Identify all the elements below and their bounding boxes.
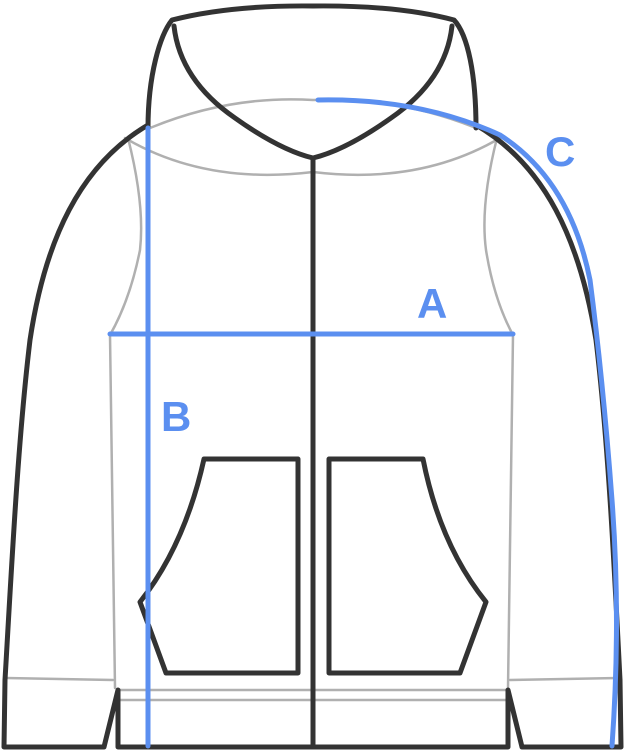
measure-label-b: B xyxy=(161,393,191,440)
measure-label-a: A xyxy=(417,280,447,327)
hood-outline xyxy=(145,3,479,131)
right-armhole-seam xyxy=(483,136,515,337)
left-armhole-seam xyxy=(108,136,143,337)
left-side-seam xyxy=(108,333,117,690)
right-cuff-rib-line xyxy=(508,676,620,682)
neckline-seam-outer xyxy=(148,98,478,130)
right-pocket xyxy=(326,456,489,676)
hoodie-outline xyxy=(1,3,624,750)
left-cuff-rib-line xyxy=(4,676,115,682)
measure-line-c xyxy=(315,97,619,749)
measurement-lines xyxy=(107,97,619,749)
right-side-seam xyxy=(506,333,515,690)
left-pocket xyxy=(137,456,301,676)
measure-label-c: C xyxy=(545,128,575,175)
left-sleeve-outline xyxy=(1,122,316,750)
hood-opening xyxy=(171,23,455,161)
